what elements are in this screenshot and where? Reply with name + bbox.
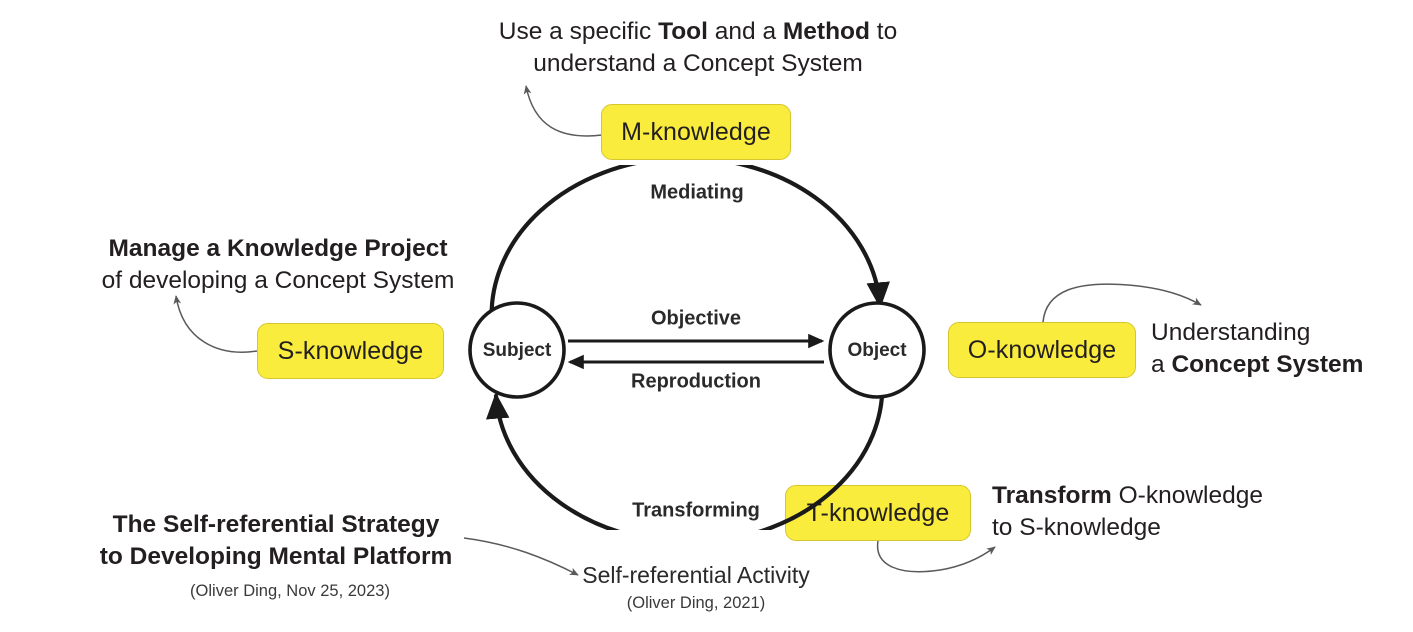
activity-system-diagram: Subject Object Mediating Objective Repro… (430, 165, 970, 530)
caption-right-concept-system: Concept System (1171, 350, 1364, 378)
bottom-left-credit: (Oliver Ding, Nov 25, 2023) (190, 582, 390, 600)
callout-arrow-m (523, 85, 603, 137)
caption-right-line2: a Concept System (1151, 349, 1363, 381)
caption-bottom-right: Transform O-knowledge to S-knowledge (992, 480, 1263, 544)
activity-name: Self-referential Activity (582, 562, 810, 588)
callout-arrow-title (463, 537, 579, 576)
caption-bottom-right-line1-b: O-knowledge (1111, 482, 1263, 509)
edge-transforming (486, 374, 885, 530)
caption-top-tool: Tool (658, 18, 708, 45)
node-object-label: Object (847, 340, 907, 361)
caption-transform: Transform (992, 482, 1112, 509)
caption-top-line2: understand a Concept System (533, 49, 863, 77)
bottom-left-title-line1: The Self-referential Strategy (112, 511, 440, 538)
caption-top-line1-c: and a (707, 18, 783, 45)
pill-t-knowledge[interactable]: T-knowledge (785, 485, 971, 541)
pill-o-knowledge[interactable]: O-knowledge (948, 322, 1136, 378)
bottom-left-title: The Self-referential Strategy to Develop… (100, 509, 453, 573)
caption-top-line1-a: Use a specific (498, 18, 659, 45)
caption-bottom-right-line1: Transform O-knowledge (992, 480, 1263, 512)
callout-arrow-s (173, 295, 258, 353)
edge-mediating (489, 165, 890, 328)
node-subject-circle (468, 301, 566, 399)
caption-left: Manage a Knowledge Project of developing… (102, 233, 455, 297)
edge-mediating-label: Mediating (650, 181, 744, 204)
pill-s-knowledge[interactable]: S-knowledge (257, 323, 444, 379)
caption-top-line1: Use a specific Tool and a Method to (499, 16, 897, 48)
pill-m-knowledge[interactable]: M-knowledge (601, 104, 791, 160)
caption-right: Understanding a Concept System (1151, 317, 1363, 381)
caption-bottom-right-line2: to S-knowledge (992, 513, 1161, 541)
node-subject-label: Subject (482, 340, 552, 361)
node-object-circle (828, 301, 926, 399)
caption-top: Use a specific Tool and a Method to unde… (499, 16, 897, 80)
caption-top-method: Method (782, 18, 870, 45)
activity-credit: (Oliver Ding, 2021) (626, 594, 766, 612)
edge-objective-label: Objective (650, 307, 742, 330)
caption-right-line1: Understanding (1151, 319, 1311, 346)
caption-left-line1: Manage a Knowledge Project (108, 235, 448, 262)
callout-arrow-t (876, 540, 996, 573)
caption-right-line2-a: a (1151, 350, 1172, 378)
caption-top-line1-e: to (869, 18, 898, 45)
edge-transforming-label: Transforming (632, 499, 760, 522)
edge-reproduction-label: Reproduction (631, 370, 761, 393)
caption-left-line2: of developing a Concept System (101, 266, 455, 294)
bottom-left-title-line2: to Developing Mental Platform (99, 542, 453, 570)
